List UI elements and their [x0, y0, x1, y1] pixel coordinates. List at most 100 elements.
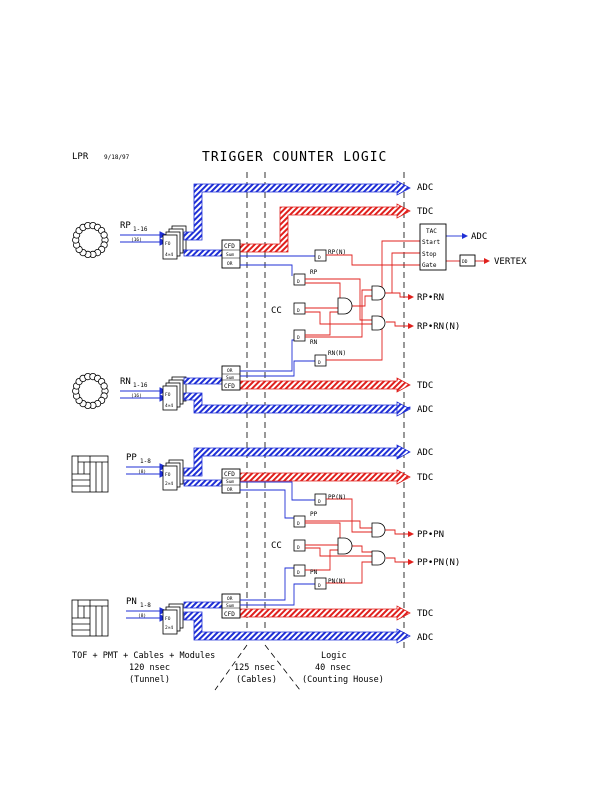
pp-signal-label: PP: [310, 511, 318, 518]
pn-sum-label: Sum: [226, 603, 234, 609]
pn-fanout-label: FO: [165, 616, 171, 622]
blue-adc-buses: [183, 180, 411, 644]
pp-pn-and-gate: [371, 522, 386, 538]
rp-rn-n-and-gate: [371, 315, 386, 331]
house-description: Logic: [321, 651, 347, 661]
pn-adc-bus: [183, 611, 411, 644]
rp-cfd-module: [221, 239, 241, 269]
pp-fanout-size: 2×4: [165, 481, 173, 487]
rn-adc-arrowhead: [396, 401, 411, 417]
pp-cc-delay-box: [293, 539, 306, 552]
pp-cable-count: (8): [138, 469, 146, 475]
pn-delay-box: [293, 564, 306, 577]
tac-module: [419, 223, 447, 271]
cables-location: (Cables): [236, 675, 277, 685]
pp-tdc-bus: [239, 469, 411, 485]
d-label: D: [297, 308, 300, 314]
pp-n-signal-label: PP(N): [328, 494, 346, 501]
rn-or-to-d-line: [240, 339, 294, 372]
house-time: 40 nsec: [315, 663, 351, 673]
pp-delay-box: [293, 515, 306, 528]
date-label: 9/18/97: [104, 154, 130, 161]
pp-to-and-wire: [305, 520, 372, 529]
tac-stop-label: Stop: [422, 251, 437, 258]
rp-rn-n-out-wire: [386, 321, 408, 327]
rp-or-to-d-line: [240, 264, 293, 276]
d-label: D: [318, 499, 321, 505]
delay-box-labels: D D D D D D D D D D: [297, 255, 321, 589]
rn-or-label: OR: [227, 368, 233, 374]
rp-cc-delay-box: [293, 302, 306, 315]
rn-adc-output-label: ADC: [417, 405, 433, 415]
pn-signal-label: PN: [310, 569, 318, 576]
rp-to-and-wire: [305, 278, 372, 321]
pp-fanout-module: [162, 459, 184, 491]
rn-ring-icon: [72, 372, 109, 409]
rp-fanout-module: [162, 225, 187, 260]
rp-cable-count: (16): [131, 237, 142, 243]
tunnel-description: TOF + PMT + Cables + Modules: [72, 651, 215, 661]
pn-n-delay-box: [314, 577, 327, 590]
d-label: D: [297, 335, 300, 341]
d-label: D: [318, 255, 321, 261]
rn-adc-bus: [183, 392, 411, 414]
pp-cc-to-and2-wire: [305, 547, 372, 557]
pn-adc-output-label: ADC: [417, 633, 433, 643]
rn-label: RN: [120, 377, 131, 387]
rp-or-label: OR: [227, 261, 233, 267]
cables-time: 125 nsec: [234, 663, 275, 673]
pp-fanout-label: FO: [165, 472, 171, 478]
rn-cfd-module: [221, 365, 241, 391]
pn-or-label: OR: [227, 596, 233, 602]
pn-fanout-size: 2×4: [165, 625, 173, 631]
rp-to-cc-and-wire: [305, 282, 341, 300]
rp-rn-n-output-label: RP•RN(N): [417, 322, 460, 332]
author-label: LPR: [72, 152, 89, 162]
rn-cfd-label: CFD: [224, 383, 235, 390]
pp-label: PP: [126, 453, 137, 463]
blue-signal-lines: [240, 235, 462, 606]
pp-pn-n-out-wire: [386, 557, 408, 563]
pn-n-to-and-wire: [326, 561, 372, 584]
rp-ring-icon: [72, 222, 109, 258]
house-location: (Counting House): [302, 675, 384, 685]
pp-or-to-d-line: [240, 489, 294, 519]
diagram-title: TRIGGER COUNTER LOGIC: [202, 150, 387, 165]
tac-adc-output-label: ADC: [471, 232, 487, 242]
pp-pn-n-and-gate: [371, 550, 386, 566]
rn-cable-arrow: [120, 387, 168, 402]
pp-sum-to-d-line: [240, 481, 315, 501]
d-label: D: [297, 521, 300, 527]
pp-pn-n-output-label: PP•PN(N): [417, 558, 460, 568]
pp-pn-out-wire: [385, 529, 408, 535]
cc-to-and2-wire: [305, 311, 372, 325]
red-arrowheads: [408, 258, 490, 565]
rp-sum-label: Sum: [226, 252, 234, 258]
pn-fo-to-cfd-bus: [183, 601, 223, 609]
d-label: D: [297, 545, 300, 551]
pp-cc-signal-label: CC: [271, 541, 282, 551]
tunnel-time: 120 nsec: [129, 663, 170, 673]
rp-tdc-output-label: TDC: [417, 207, 433, 217]
d-label: D: [318, 360, 321, 366]
pn-or-to-d-line: [240, 567, 294, 601]
rp-n-signal-label: RP(N): [328, 249, 346, 256]
pn-paddle-icon: [71, 599, 109, 637]
rn-range: 1-16: [133, 382, 148, 389]
pp-or-label: OR: [227, 487, 233, 493]
rp-n-to-gate-wire: [326, 254, 420, 266]
pn-fanout-module: [162, 603, 184, 635]
pn-to-cc-and-wire: [305, 549, 338, 571]
rp-cc-and-gate: [337, 297, 353, 315]
pp-sum-label: Sum: [226, 479, 234, 485]
pp-to-cc-and-wire: [305, 522, 341, 540]
or-to-stop-wire: [391, 252, 420, 293]
red-tdc-buses: [239, 203, 411, 621]
rp-cfd-label: CFD: [224, 243, 235, 250]
pp-tdc-output-label: TDC: [417, 473, 433, 483]
rn-fo-to-cfd-bus: [183, 377, 223, 385]
tac-label: TAC: [426, 228, 437, 235]
rp-adc-bus: [183, 180, 411, 241]
logic-gates: [337, 285, 386, 566]
